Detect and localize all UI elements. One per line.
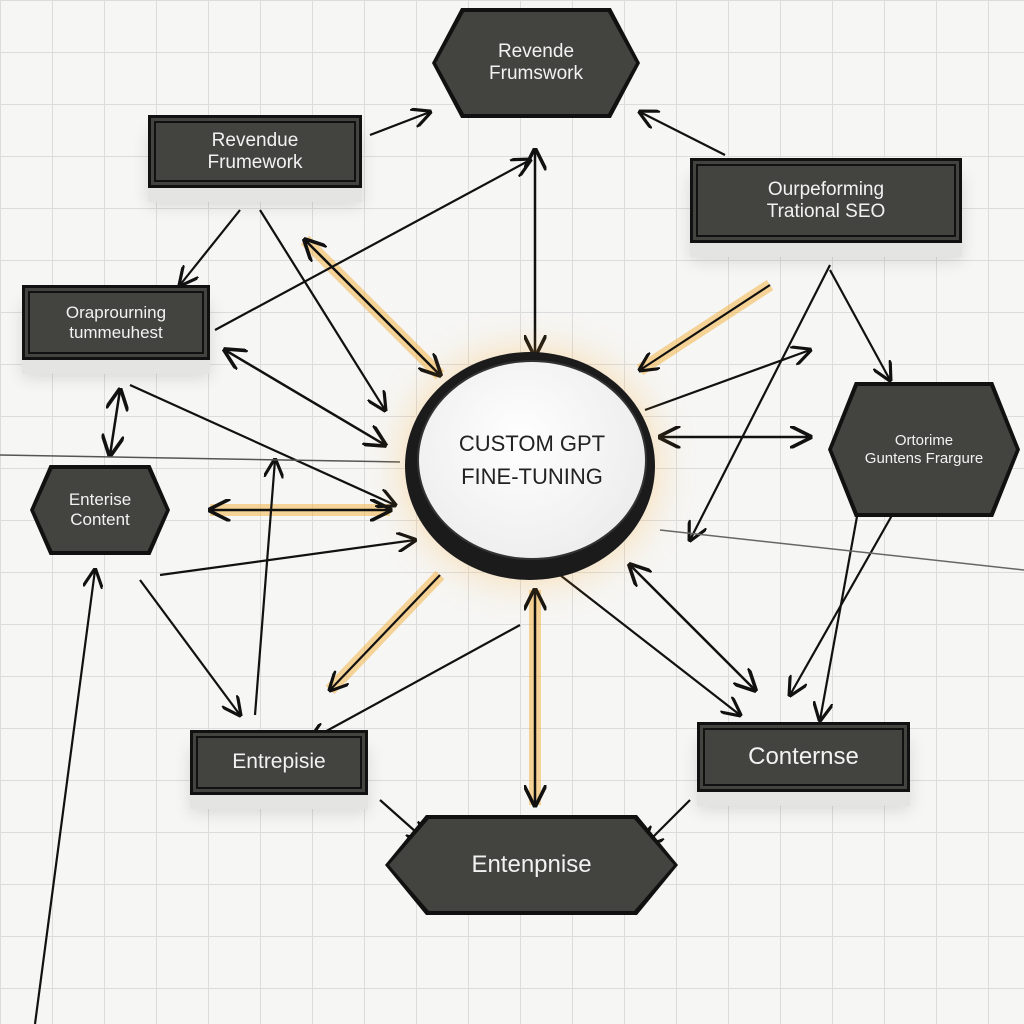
node-label: Entrepisie xyxy=(232,750,326,774)
hub-node[interactable]: CUSTOM GPT FINE-TUNING xyxy=(405,352,655,580)
node-label: Revende xyxy=(497,41,575,63)
node-label: Revendue xyxy=(211,129,299,151)
node-label: Trational SEO xyxy=(766,200,886,222)
arrow xyxy=(640,112,726,156)
node-bottom-right[interactable]: Conternse xyxy=(697,722,910,792)
node-label: Frumework xyxy=(207,151,303,173)
arrow xyxy=(214,160,530,331)
bidirectional-arrow xyxy=(110,390,120,455)
node-label: Guntens Frargure xyxy=(864,449,984,467)
node-label: Ortorime xyxy=(894,432,954,450)
hub-label: FINE-TUNING xyxy=(461,464,603,489)
node-label: Conternse xyxy=(748,743,859,771)
arrow xyxy=(253,460,275,716)
arrow xyxy=(829,269,890,380)
bidirectional-arrow xyxy=(305,240,440,375)
node-label: Ourpeforming xyxy=(767,178,885,200)
arrow xyxy=(180,209,241,285)
arrow xyxy=(310,624,521,740)
node-label: Entenpnise xyxy=(471,851,592,879)
arrow xyxy=(690,264,831,540)
node-label: Content xyxy=(70,510,130,529)
arrow xyxy=(139,579,240,715)
arrow xyxy=(159,540,415,577)
bidirectional-arrow xyxy=(630,565,755,690)
node-label: Enterise xyxy=(68,490,132,510)
arrow xyxy=(129,383,395,505)
arrow xyxy=(33,570,95,1024)
node-label: Oraprourning xyxy=(65,302,167,322)
arrow xyxy=(559,574,740,715)
guide-line xyxy=(659,529,1024,571)
arrow xyxy=(820,499,862,720)
guide-line xyxy=(0,454,401,463)
arrow xyxy=(640,284,771,370)
node-label: Frumswork xyxy=(489,63,583,84)
node-label: tummeuhest xyxy=(69,322,163,342)
arrow xyxy=(259,209,385,410)
arrow xyxy=(330,574,441,690)
arrow xyxy=(369,112,430,137)
node-bottom-left[interactable]: Entrepisie xyxy=(190,730,368,795)
arrow xyxy=(790,509,896,695)
bidirectional-arrow xyxy=(225,350,385,445)
node-bottom[interactable]: Entenpnise xyxy=(385,815,678,915)
hub-label: CUSTOM GPT xyxy=(458,431,606,456)
arrow xyxy=(644,350,810,412)
